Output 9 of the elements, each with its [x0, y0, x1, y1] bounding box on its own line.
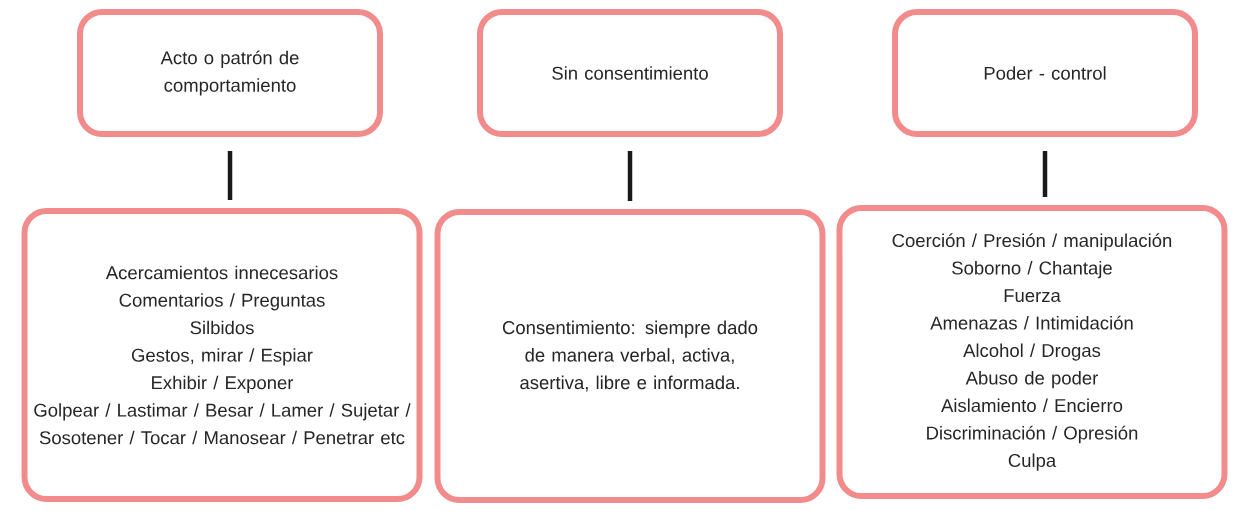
- concept-box: Sin consentimiento: [477, 9, 783, 137]
- connector-line: [1042, 151, 1048, 197]
- connector-line: [227, 151, 233, 200]
- description-box: Consentimiento: siempre dado de manera verbal, activa, asertiva, libre e informada.: [434, 209, 826, 503]
- concept-box: Acto o patrón de comportamiento: [77, 9, 383, 137]
- concept-box: Poder - control: [892, 9, 1198, 137]
- list-box: Coerción / Presión / manipulación Soborno / Chantaje Fuerza Amenazas / Intimidación Alcohol / Drogas Abuso de poder Aislamiento / Encierro Discriminación / Opresión Culpa: [836, 205, 1228, 499]
- list-box: Acercamientos innecesarios Comentarios / Preguntas Silbidos Gestos, mirar / Espiar Exhibir / Exponer Golpear / Lastimar / Besar / Lamer / Sujetar / Sosotener / Tocar / Manosear / Penetrar etc: [21, 208, 423, 502]
- connector-line: [627, 151, 633, 201]
